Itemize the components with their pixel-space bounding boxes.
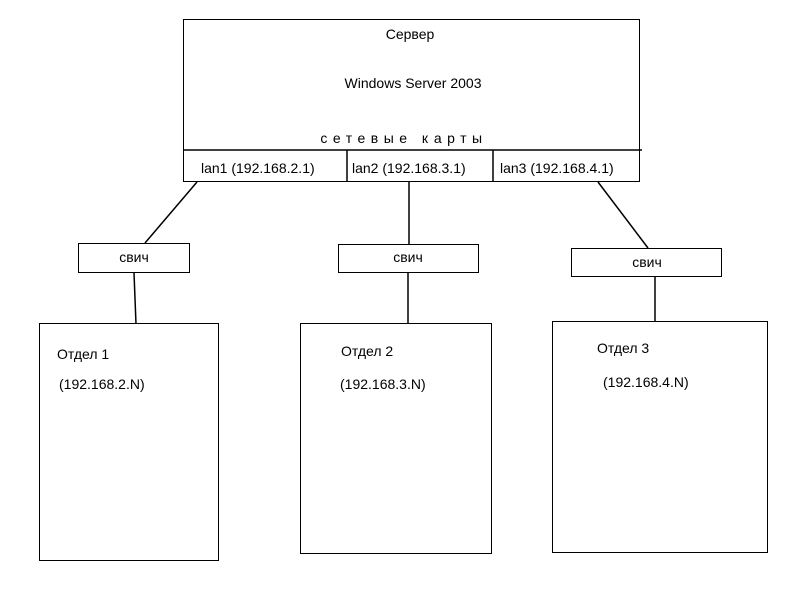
- department-3-subnet: (192.168.4.N): [603, 374, 689, 390]
- switch-2: [338, 244, 479, 273]
- nic-lan2: lan2 (192.168.3.1): [352, 160, 466, 176]
- department-3-name: Отдел 3: [597, 340, 650, 356]
- server-box: [183, 19, 640, 182]
- nic-lan1: lan1 (192.168.2.1): [201, 160, 315, 176]
- switch-3: [571, 248, 722, 277]
- department-1-subnet: (192.168.2.N): [59, 376, 145, 392]
- link-lan3-switch3: [597, 181, 649, 249]
- link-lan1-switch1: [144, 181, 198, 244]
- department-2-subnet: (192.168.3.N): [340, 376, 426, 392]
- switch-2-label: свич: [393, 249, 423, 265]
- server-title: Сервер: [385, 26, 435, 42]
- server-os: Windows Server 2003: [344, 75, 482, 91]
- switch-1-label: свич: [119, 249, 149, 265]
- switch-1: [78, 243, 190, 273]
- department-3: [552, 321, 768, 553]
- switch-3-label: свич: [632, 254, 662, 270]
- nics-label: сетевые карты: [320, 130, 488, 146]
- department-2: [300, 323, 492, 554]
- nic-lan3: lan3 (192.168.4.1): [500, 160, 614, 176]
- department-1: [39, 323, 219, 561]
- link-switch1-dept1: [133, 272, 137, 325]
- department-1-name: Отдел 1: [57, 346, 110, 362]
- department-2-name: Отдел 2: [341, 343, 394, 359]
